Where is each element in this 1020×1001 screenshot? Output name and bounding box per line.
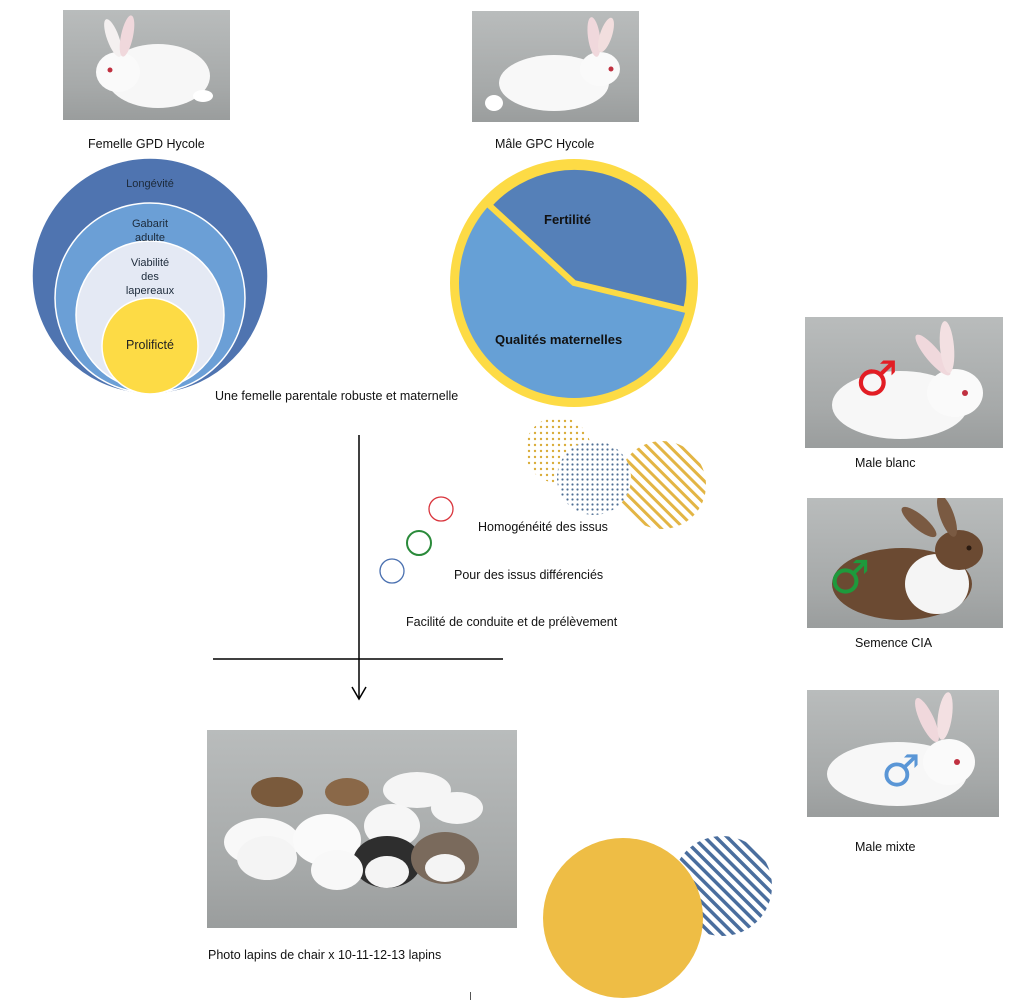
- male-rabbit-photo: [472, 11, 639, 122]
- male-caption: Mâle GPC Hycole: [495, 137, 595, 151]
- female-caption: Femelle GPD Hycole: [88, 137, 205, 151]
- legend-homogeneite: Homogénéité des issus: [478, 520, 608, 534]
- semence-cia-caption: Semence CIA: [855, 636, 933, 650]
- legend-facilite: Facilité de conduite et de prélèvement: [406, 615, 618, 629]
- rabbit-litter-icon: [224, 772, 483, 890]
- legend-circle-blue-icon: [379, 558, 405, 584]
- nested-circles-caption: Une femelle parentale robuste et materne…: [215, 389, 459, 403]
- white-rabbit-icon: [832, 321, 983, 439]
- cross-arrow-diagram: [213, 435, 503, 701]
- male-mixte-photo: ♂: [807, 690, 999, 817]
- male-symbol-red-icon: ♂: [855, 351, 899, 407]
- male-blanc-caption: Male blanc: [855, 456, 916, 470]
- legend-circle-green-icon: [406, 530, 432, 556]
- white-rabbit-icon: [827, 692, 975, 806]
- litter-photo: [207, 730, 517, 928]
- bottom-circles: [543, 836, 772, 998]
- arrow-head-icon: [351, 686, 367, 701]
- pie-slice-fertilite: [486, 163, 693, 313]
- label-prolificite: Prolificté: [126, 338, 174, 352]
- bottom-tick: [470, 992, 471, 1000]
- label-viabilite-2: des: [141, 271, 159, 283]
- nested-circles-diagram: [31, 157, 269, 395]
- label-gabarit-2: adulte: [135, 232, 165, 244]
- white-rabbit-icon: [96, 15, 213, 108]
- legend-differencies: Pour des issus différenciés: [454, 568, 604, 582]
- hatched-circles-cluster: [525, 417, 706, 529]
- label-viabilite-1: Viabilité: [130, 257, 170, 269]
- legend-circle-red-icon: [428, 496, 454, 522]
- male-blanc-photo: ♂: [805, 317, 1003, 448]
- male-symbol-blue-icon: ♂: [881, 746, 921, 797]
- gold-solid-circle: [543, 838, 703, 998]
- female-rabbit-photo: [63, 10, 230, 120]
- pie-label-qualites: Qualités maternelles: [495, 332, 623, 347]
- male-symbol-green-icon: ♂: [829, 550, 871, 604]
- label-longevite: Longévité: [126, 178, 174, 190]
- semence-cia-photo: ♂: [807, 498, 1003, 628]
- male-mixte-caption: Male mixte: [855, 840, 916, 854]
- white-rabbit-icon: [485, 17, 620, 111]
- label-gabarit-1: Gabarit: [131, 218, 169, 230]
- label-viabilite-3: lapereaux: [125, 285, 175, 297]
- pie-label-fertilite: Fertilité: [544, 212, 591, 227]
- brown-rabbit-icon: [832, 498, 983, 620]
- litter-caption: Photo lapins de chair x 10-11-12-13 lapi…: [208, 948, 442, 962]
- pie-diagram: [450, 159, 698, 407]
- circle-prolificite: [101, 297, 199, 395]
- gold-striped-circle: [618, 441, 706, 529]
